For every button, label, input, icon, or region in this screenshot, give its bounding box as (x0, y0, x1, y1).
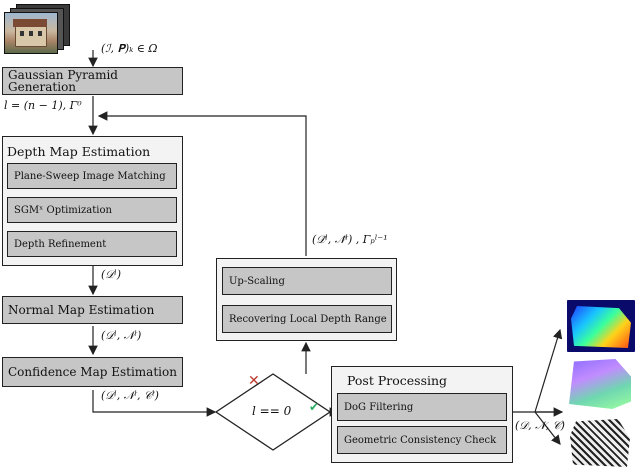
confidence-map-thumbnail (567, 416, 635, 470)
gaussian-pyramid-label: Gaussian Pyramid Generation (8, 68, 118, 94)
depth-map-thumbnail (567, 300, 635, 352)
confidence-map-estimation-box: Confidence Map Estimation (2, 357, 183, 387)
no-cross-icon: ✕ (248, 373, 260, 389)
loop-output-label: (𝒟̃ˡ, 𝒩̃ˡ) , Γₚˡ⁻¹ (312, 233, 388, 246)
post-processing-title: Post Processing (347, 373, 448, 388)
yes-check-icon: ✔ (309, 400, 320, 414)
normal-output-label: (𝒟ˡ, 𝒩ˡ) (101, 329, 142, 342)
gaussian-pyramid-box: Gaussian Pyramid Generation (2, 67, 183, 95)
house-photo-stack-icon (4, 4, 70, 54)
depth-step-sgm: SGMˣ Optimization (7, 197, 177, 223)
depth-map-estimation-box: Depth Map Estimation Plane-Sweep Image M… (2, 136, 183, 266)
normal-map-thumbnail (567, 355, 635, 411)
input-label: (ℐ, 𝐏)ₖ ∈ Ω (101, 42, 158, 55)
decision-diamond (214, 373, 332, 451)
decision-label: l == 0 (252, 404, 292, 418)
post-step-dog: DoG Filtering (337, 393, 507, 421)
depth-step-refinement: Depth Refinement (7, 231, 177, 257)
upscaling-loop-box: Up-Scaling Recovering Local Depth Range (216, 258, 397, 341)
depth-output-label: (𝒟ˡ) (101, 268, 122, 281)
loop-step-depth-range: Recovering Local Depth Range (222, 305, 392, 333)
depth-map-estimation-title: Depth Map Estimation (7, 144, 151, 159)
post-step-consistency: Geometric Consistency Check (337, 426, 507, 454)
post-processing-box: Post Processing DoG Filtering Geometric … (331, 366, 513, 463)
pyramid-output-label: l = (n − 1), Γ⁰ (4, 99, 82, 112)
confidence-output-label: (𝒟ˡ, 𝒩ˡ, 𝒞ˡ) (101, 389, 159, 402)
normal-map-estimation-box: Normal Map Estimation (2, 296, 183, 324)
loop-step-upscaling: Up-Scaling (222, 267, 392, 295)
depth-step-plane-sweep: Plane-Sweep Image Matching (7, 163, 177, 189)
final-output-label: (𝒟, 𝒩, 𝒞) (515, 419, 565, 432)
